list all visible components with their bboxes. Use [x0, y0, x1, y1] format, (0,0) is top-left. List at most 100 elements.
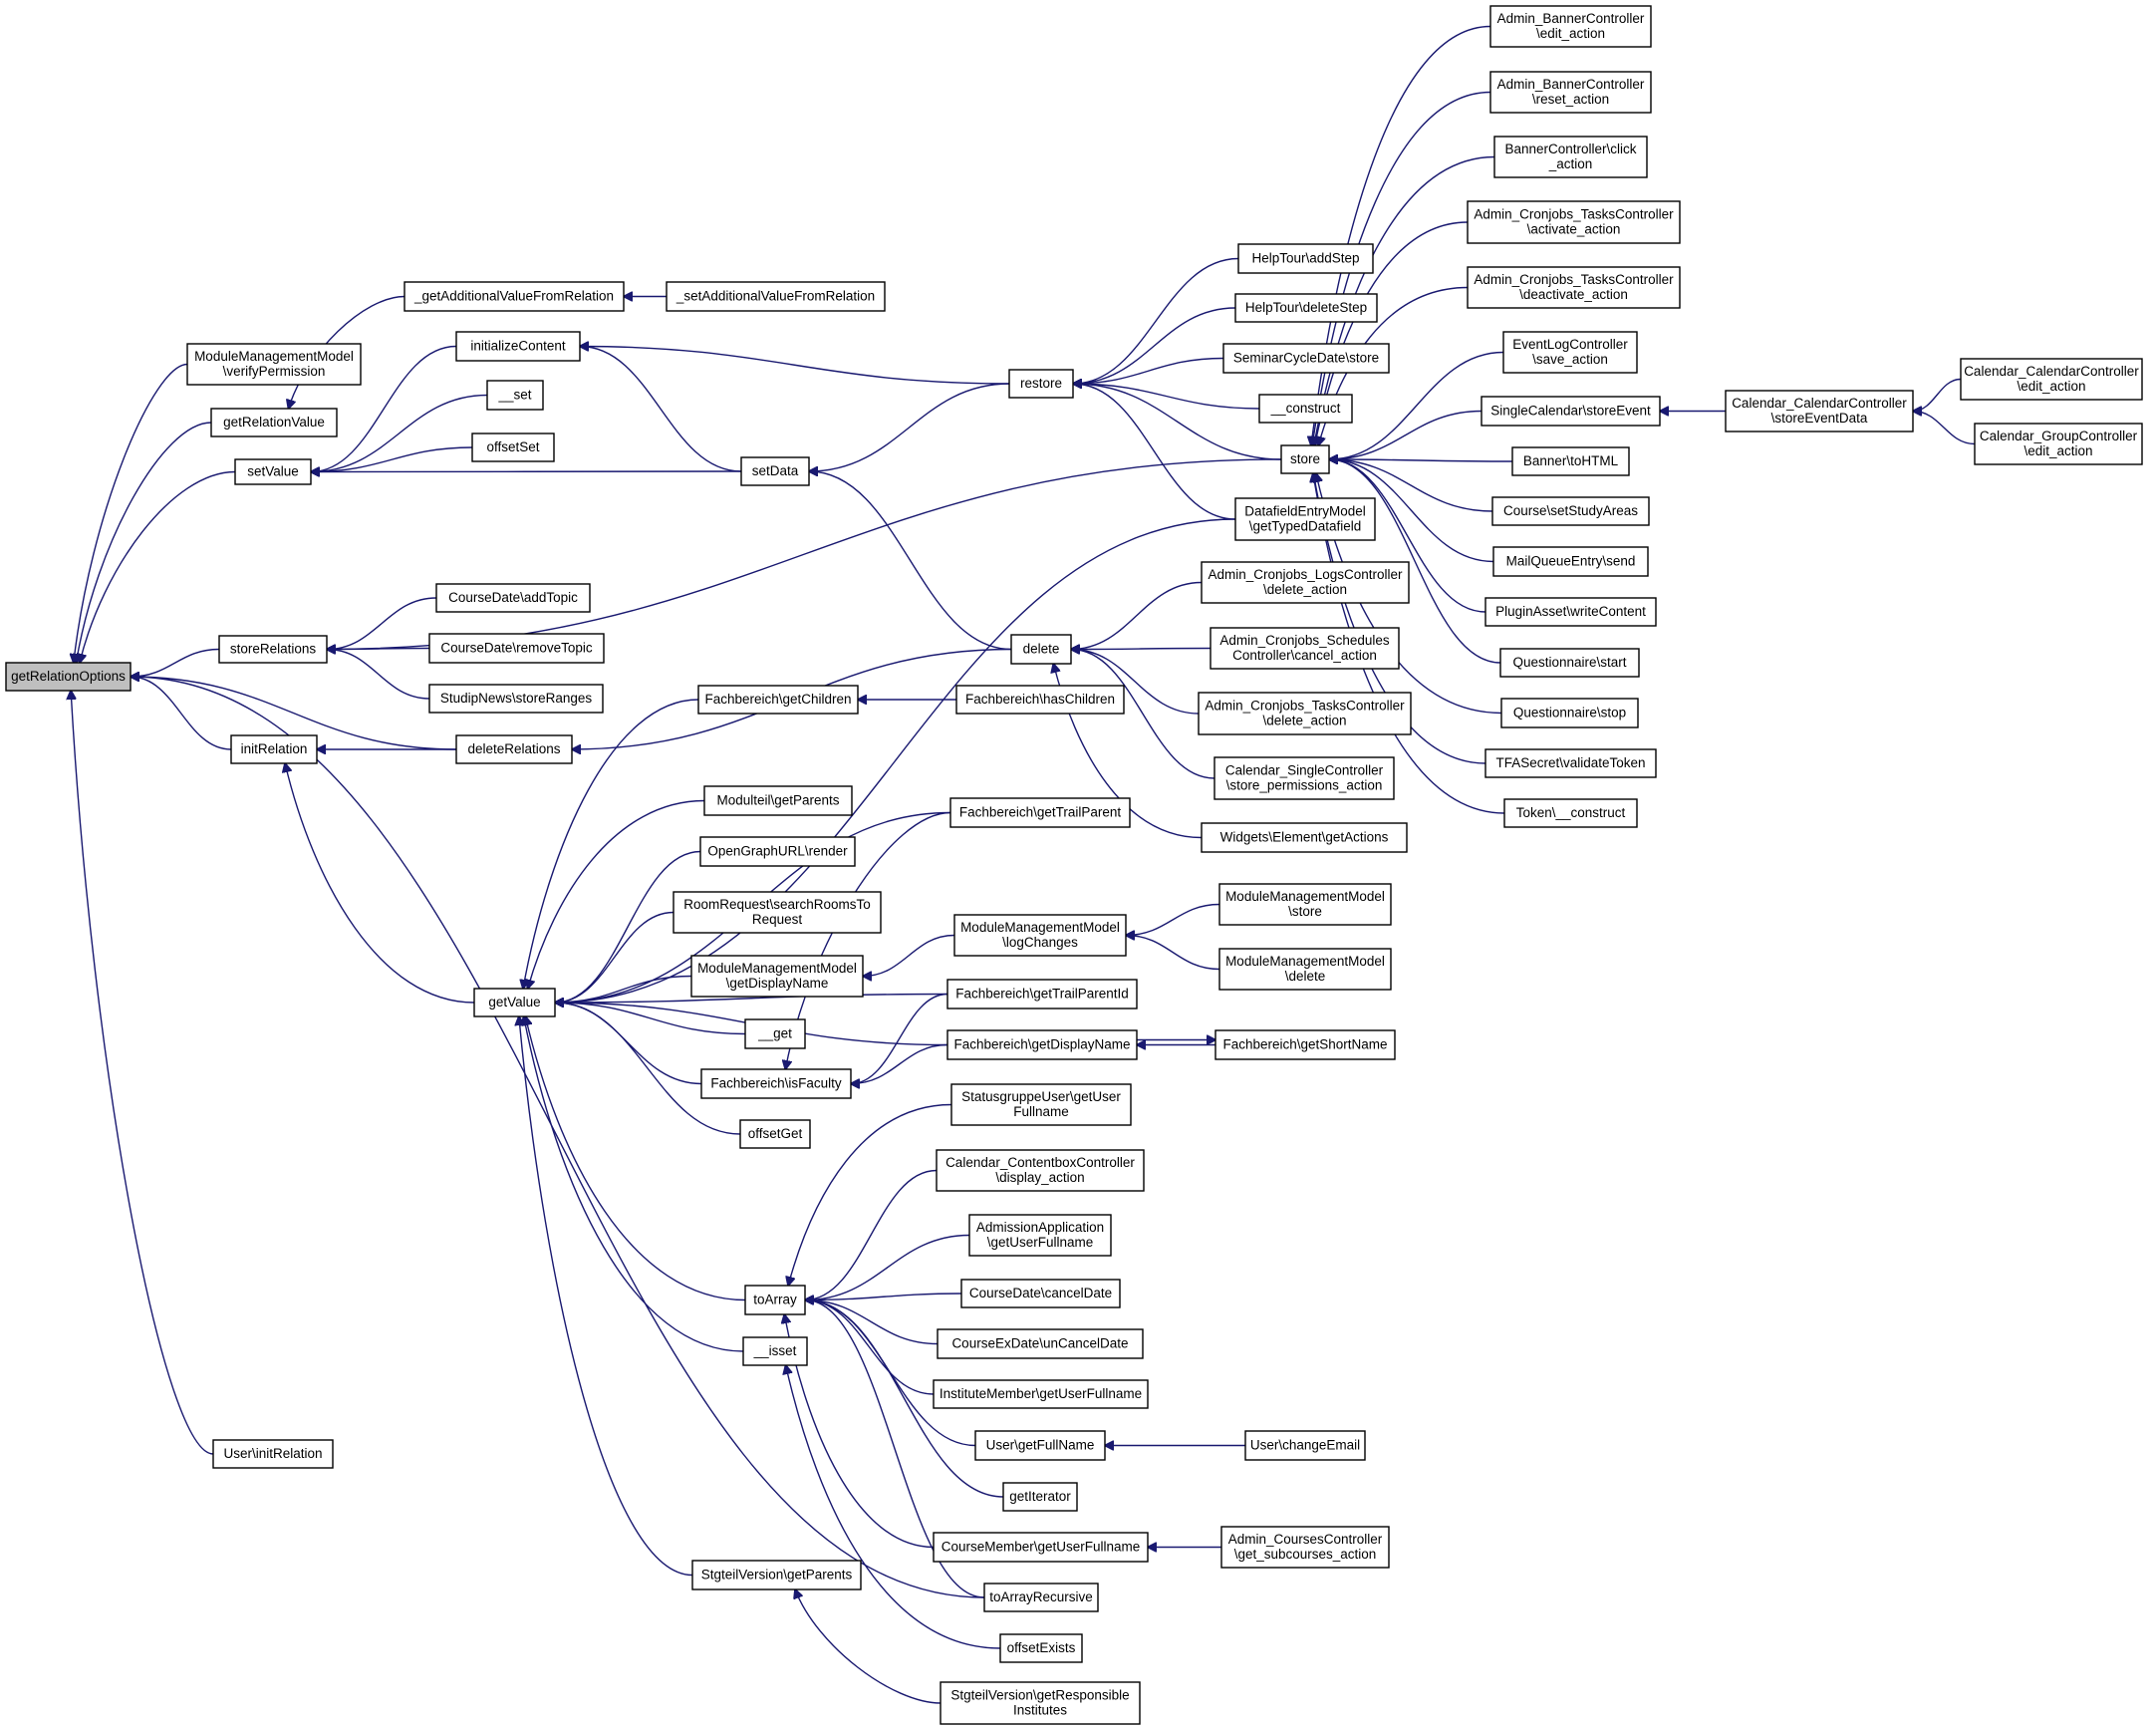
node-delete[interactable]: delete [1010, 634, 1072, 665]
node-csc_sp[interactable]: Calendar_SingleController\store_permissi… [1213, 756, 1395, 800]
node-acs_cancel[interactable]: Admin_Cronjobs_SchedulesController\cance… [1210, 627, 1400, 670]
node-box [428, 633, 605, 664]
node-root[interactable]: getRelationOptions [5, 662, 132, 692]
node-__construct[interactable]: __construct [1258, 394, 1353, 424]
node-offsetGet[interactable]: offsetGet [739, 1119, 811, 1149]
node-storeRel[interactable]: storeRelations [218, 635, 328, 664]
node-box [212, 1439, 334, 1469]
node-user_ce[interactable]: User\changeEmail [1244, 1430, 1366, 1461]
node-initContent[interactable]: initializeContent [455, 331, 581, 362]
node-fb_gsn[interactable]: Fachbereich\getShortName [1214, 1029, 1396, 1060]
node-aa_guf[interactable]: AdmissionApplication\getUserFullname [968, 1214, 1112, 1257]
node-actc_act[interactable]: Admin_Cronjobs_TasksController\activate_… [1467, 200, 1681, 244]
node-__set[interactable]: __set [486, 380, 544, 411]
node-box [1481, 396, 1661, 427]
node-label: StgteilVersion\getParents [701, 1568, 853, 1583]
node-ht_deleteStep[interactable]: HelpTour\deleteStep [1234, 293, 1378, 323]
node-course_ssa[interactable]: Course\setStudyAreas [1491, 496, 1650, 526]
node-toArrayRec[interactable]: toArrayRecursive [983, 1583, 1099, 1612]
node-cd_removeTopic[interactable]: CourseDate\removeTopic [428, 633, 605, 664]
node-savfr[interactable]: _setAdditionalValueFromRelation [666, 281, 886, 312]
node-fb_gtp[interactable]: Fachbereich\getTrailParent [949, 797, 1131, 828]
node-mmm_delete[interactable]: ModuleManagementModel\delete [1218, 948, 1392, 991]
node-fb_gdn[interactable]: Fachbereich\getDisplayName [946, 1029, 1138, 1060]
node-banner_html[interactable]: Banner\toHTML [1511, 446, 1630, 476]
node-bc_click[interactable]: BannerController\click_action [1493, 136, 1648, 178]
node-cm_guf[interactable]: CourseMember\getUserFullname [933, 1532, 1149, 1563]
node-getIterator[interactable]: getIterator [1002, 1482, 1078, 1512]
node-cg_edit[interactable]: Calendar_GroupController\edit_action [1974, 423, 2143, 465]
node-ht_addStep[interactable]: HelpTour\addStep [1237, 243, 1374, 274]
node-getValue[interactable]: getValue [473, 988, 556, 1017]
node-sv_gp[interactable]: StgteilVersion\getParents [691, 1560, 862, 1590]
node-label: toArrayRecursive [989, 1589, 1093, 1604]
node-mt_gp[interactable]: Modulteil\getParents [703, 785, 853, 816]
edge-cd_addTopic-to-storeRel [327, 597, 437, 650]
node-q_start[interactable]: Questionnaire\start [1499, 648, 1640, 678]
node-im_guf[interactable]: InstituteMember\getUserFullname [933, 1379, 1149, 1409]
node-cd_addTopic[interactable]: CourseDate\addTopic [435, 583, 591, 613]
node-setValue[interactable]: setValue [234, 458, 312, 485]
node-__isset[interactable]: __isset [742, 1336, 808, 1366]
node-grv[interactable]: getRelationValue [210, 408, 338, 437]
node-act_del[interactable]: Admin_Cronjobs_TasksController\delete_ac… [1198, 692, 1412, 735]
node-label: Institutes [1013, 1703, 1067, 1718]
node-box [455, 331, 581, 362]
node-deleteRel[interactable]: deleteRelations [455, 734, 573, 764]
node-mqe_send[interactable]: MailQueueEntry\send [1492, 546, 1649, 577]
node-mmm_store[interactable]: ModuleManagementModel\store [1218, 883, 1392, 926]
node-fb_isFaculty[interactable]: Fachbereich\isFaculty [700, 1068, 852, 1099]
node-mmm_lc[interactable]: ModuleManagementModel\logChanges [953, 914, 1127, 957]
node-dem_gtd[interactable]: DatafieldEntryModel\getTypedDatafield [1234, 497, 1376, 541]
node-label: Controller\cancel_action [1232, 648, 1377, 663]
node-toArray[interactable]: toArray [744, 1285, 806, 1315]
node-abc_edit[interactable]: Admin_BannerController\edit_action [1489, 5, 1652, 48]
node-tfa_vt[interactable]: TFASecret\validateToken [1484, 748, 1657, 778]
node-ccal_sed[interactable]: Calendar_CalendarController\storeEventDa… [1725, 390, 1914, 432]
node-box [1489, 71, 1652, 114]
node-label: store [1290, 451, 1320, 466]
node-user_gfn[interactable]: User\getFullName [974, 1430, 1106, 1461]
node-sgu_guf[interactable]: StatusgruppeUser\getUserFullname [950, 1083, 1132, 1126]
node-setData[interactable]: setData [740, 456, 810, 486]
node-offsetExists[interactable]: offsetExists [999, 1633, 1083, 1663]
node-acl_del[interactable]: Admin_Cronjobs_LogsController\delete_act… [1201, 561, 1410, 604]
node-initRel[interactable]: initRelation [230, 734, 318, 764]
node-ccc_da[interactable]: Calendar_ContentboxController\display_ac… [936, 1149, 1145, 1192]
node-mmm_vp[interactable]: ModuleManagementModel\verifyPermission [186, 343, 362, 386]
node-box [946, 1029, 1138, 1060]
node-actc_deact[interactable]: Admin_Cronjobs_TasksController\deactivat… [1467, 266, 1681, 309]
edge-toArrayRec-to-root [131, 677, 985, 1598]
node-user_ir[interactable]: User\initRelation [212, 1439, 334, 1469]
node-ccal_edit[interactable]: Calendar_CalendarController\edit_action [1960, 358, 2143, 401]
node-pa_wc[interactable]: PluginAsset\writeContent [1484, 597, 1657, 627]
node-acc_gsa[interactable]: Admin_CoursesController\get_subcourses_a… [1220, 1526, 1390, 1569]
node-store[interactable]: store [1280, 444, 1330, 474]
node-fb_hasChildren[interactable]: Fachbereich\hasChildren [955, 685, 1125, 715]
node-gavfr[interactable]: _getAdditionalValueFromRelation [404, 281, 625, 312]
node-fb_gtpi[interactable]: Fachbereich\getTrailParentId [946, 979, 1138, 1009]
node-mmm_gdn[interactable]: ModuleManagementModel\getDisplayName [690, 955, 864, 998]
node-og_render[interactable]: OpenGraphURL\render [699, 836, 856, 867]
node-fb_getChildren[interactable]: Fachbereich\getChildren [697, 685, 859, 715]
node-abc_reset[interactable]: Admin_BannerController\reset_action [1489, 71, 1652, 114]
node-q_stop[interactable]: Questionnaire\stop [1500, 698, 1639, 728]
node-box [1234, 293, 1378, 323]
node-sn_storeRanges[interactable]: StudipNews\storeRanges [428, 684, 604, 714]
node-label: Calendar_SingleController [1225, 763, 1384, 778]
node-__get[interactable]: __get [744, 1018, 806, 1049]
node-scd_store[interactable]: SeminarCycleDate\store [1222, 343, 1390, 374]
node-restore[interactable]: restore [1008, 369, 1074, 399]
node-cd_cancel[interactable]: CourseDate\cancelDate [960, 1279, 1121, 1308]
node-cxd_uncancel[interactable]: CourseExDate\unCancelDate [937, 1328, 1144, 1359]
node-label: \getUserFullname [987, 1235, 1094, 1250]
node-scal_se[interactable]: SingleCalendar\storeEvent [1481, 396, 1661, 427]
node-label: delete [1023, 642, 1060, 657]
node-box [1201, 561, 1410, 604]
node-offsetSet[interactable]: offsetSet [471, 432, 555, 462]
node-elc_save[interactable]: EventLogController\save_action [1502, 331, 1638, 374]
node-we_ga[interactable]: Widgets\Element\getActions [1201, 822, 1408, 853]
node-token_construct[interactable]: Token\__construct [1503, 798, 1638, 828]
